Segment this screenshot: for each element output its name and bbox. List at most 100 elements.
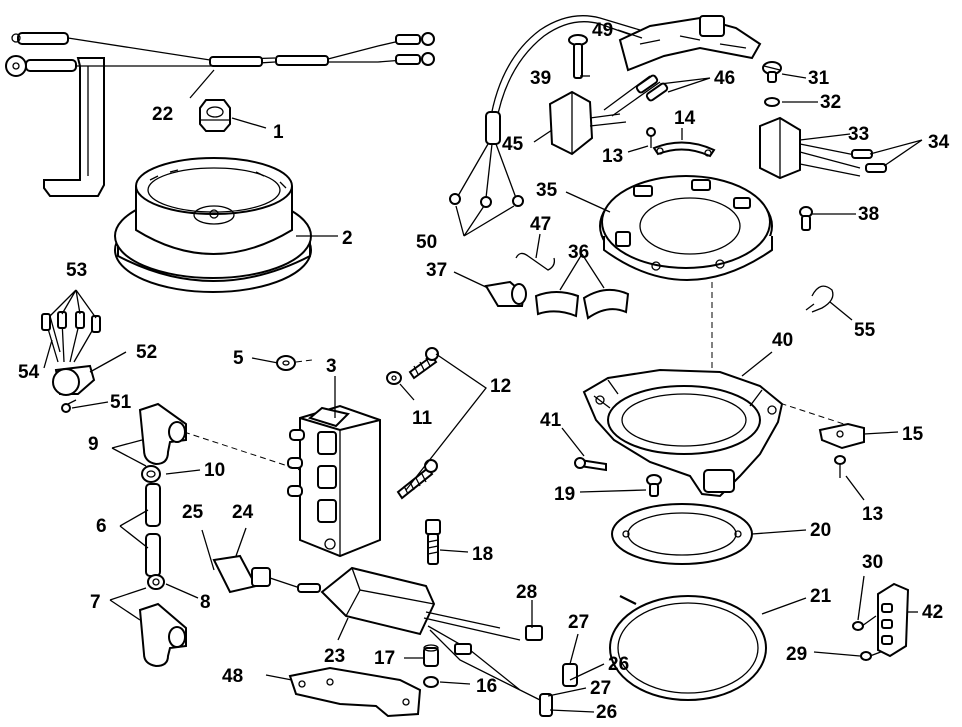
label-part-53: 53 <box>66 260 87 281</box>
part-42-terminal-block <box>877 582 910 658</box>
leader-lines <box>43 29 923 713</box>
part-3-power-pack <box>287 404 381 558</box>
part-17-spacer <box>423 644 439 667</box>
part-35-stator-plate <box>599 175 773 281</box>
label-part-18: 18 <box>472 544 493 565</box>
alignment-line-9-3 <box>183 431 301 471</box>
part-50-wire-loop <box>449 15 641 208</box>
part-2-flywheel <box>114 157 312 293</box>
label-part-20: 20 <box>810 520 831 541</box>
label-part-2: 2 <box>342 228 353 249</box>
label-part-46: 46 <box>714 68 735 89</box>
part-16-washer <box>423 676 439 688</box>
part-31-screw <box>762 61 782 83</box>
part-13-screw-top <box>646 127 656 148</box>
label-part-1: 1 <box>273 122 284 143</box>
part-36-sleeves <box>534 288 630 320</box>
label-part-48: 48 <box>222 666 243 687</box>
label-part-49: 49 <box>592 20 613 41</box>
part-9-elbow <box>138 402 187 466</box>
label-part-26a: 26 <box>608 654 629 675</box>
label-part-41: 41 <box>540 410 562 431</box>
label-part-55: 55 <box>854 320 876 341</box>
label-part-14: 14 <box>674 108 696 129</box>
part-19-screw <box>646 474 662 497</box>
label-part-13a: 13 <box>602 146 623 167</box>
label-part-27b: 27 <box>590 678 611 699</box>
part-46-terminals <box>603 74 669 117</box>
label-part-12: 12 <box>490 376 511 397</box>
label-part-45: 45 <box>502 134 524 155</box>
label-part-42: 42 <box>922 602 943 623</box>
part-30-screw <box>852 615 877 631</box>
label-part-26b: 26 <box>596 702 617 723</box>
part-52-connector <box>41 311 101 413</box>
label-part-22: 22 <box>152 104 173 125</box>
label-part-6: 6 <box>96 516 107 537</box>
label-part-19: 19 <box>554 484 575 505</box>
label-part-27a: 27 <box>568 612 589 633</box>
label-part-34: 34 <box>928 132 950 153</box>
label-part-10: 10 <box>204 460 225 481</box>
part-40-armature-plate <box>582 368 784 498</box>
label-part-32: 32 <box>820 92 841 113</box>
part-24-coil-connector <box>212 554 321 594</box>
part-49-stator-pickup <box>618 15 762 72</box>
label-part-13b: 13 <box>862 504 883 525</box>
label-part-50: 50 <box>416 232 437 253</box>
part-32-washer <box>764 97 780 107</box>
part-20-retainer-ring <box>611 503 753 565</box>
label-part-31: 31 <box>808 68 830 89</box>
part-15-throttle-cam <box>818 422 865 450</box>
part-23-ignition-module <box>320 566 578 717</box>
part-5-washer <box>276 355 313 371</box>
part-13-screw-right <box>834 455 846 478</box>
part-39-screw <box>568 34 588 79</box>
label-part-21: 21 <box>810 586 832 607</box>
part-47-clip <box>515 252 556 271</box>
label-part-36: 36 <box>568 242 589 263</box>
label-part-38: 38 <box>858 204 879 225</box>
part-6-hoses <box>145 483 161 577</box>
label-part-54: 54 <box>18 362 40 383</box>
part-37-connector <box>484 280 527 307</box>
label-part-11: 11 <box>412 408 433 429</box>
label-part-15: 15 <box>902 424 924 445</box>
alignment-line-40-15 <box>751 393 851 427</box>
part-55-clamp <box>805 285 834 313</box>
part-21-seal-ring <box>609 595 767 701</box>
part-11-washer <box>386 371 402 385</box>
label-part-52: 52 <box>136 342 157 363</box>
part-38-screw <box>799 206 813 231</box>
label-part-3: 3 <box>326 356 337 377</box>
label-part-29: 29 <box>786 644 807 665</box>
label-part-23: 23 <box>324 646 345 667</box>
label-part-17: 17 <box>374 648 395 669</box>
part-1-nut <box>199 99 231 132</box>
label-part-33: 33 <box>848 124 869 145</box>
part-8-clamp <box>147 574 165 590</box>
part-18-bolt <box>425 519 441 565</box>
label-part-28: 28 <box>516 582 537 603</box>
label-part-39: 39 <box>530 68 551 89</box>
part-14-retainer <box>652 141 716 158</box>
part-45-coil <box>548 90 627 156</box>
label-part-47: 47 <box>530 214 551 235</box>
label-part-25: 25 <box>182 502 204 523</box>
part-33-charge-coil <box>759 116 887 180</box>
part-22-harness <box>5 32 435 197</box>
label-part-24: 24 <box>232 502 254 523</box>
label-part-7: 7 <box>90 592 101 613</box>
part-10-clamp <box>141 465 161 483</box>
part-7-elbow <box>138 602 187 668</box>
label-part-8: 8 <box>200 592 211 613</box>
label-part-40: 40 <box>772 330 793 351</box>
part-48-bracket <box>288 666 422 718</box>
label-part-5: 5 <box>233 348 244 369</box>
label-part-35: 35 <box>536 180 558 201</box>
part-41-screw <box>574 457 607 472</box>
label-part-37: 37 <box>426 260 447 281</box>
label-part-30: 30 <box>862 552 883 573</box>
label-part-16: 16 <box>476 676 497 697</box>
